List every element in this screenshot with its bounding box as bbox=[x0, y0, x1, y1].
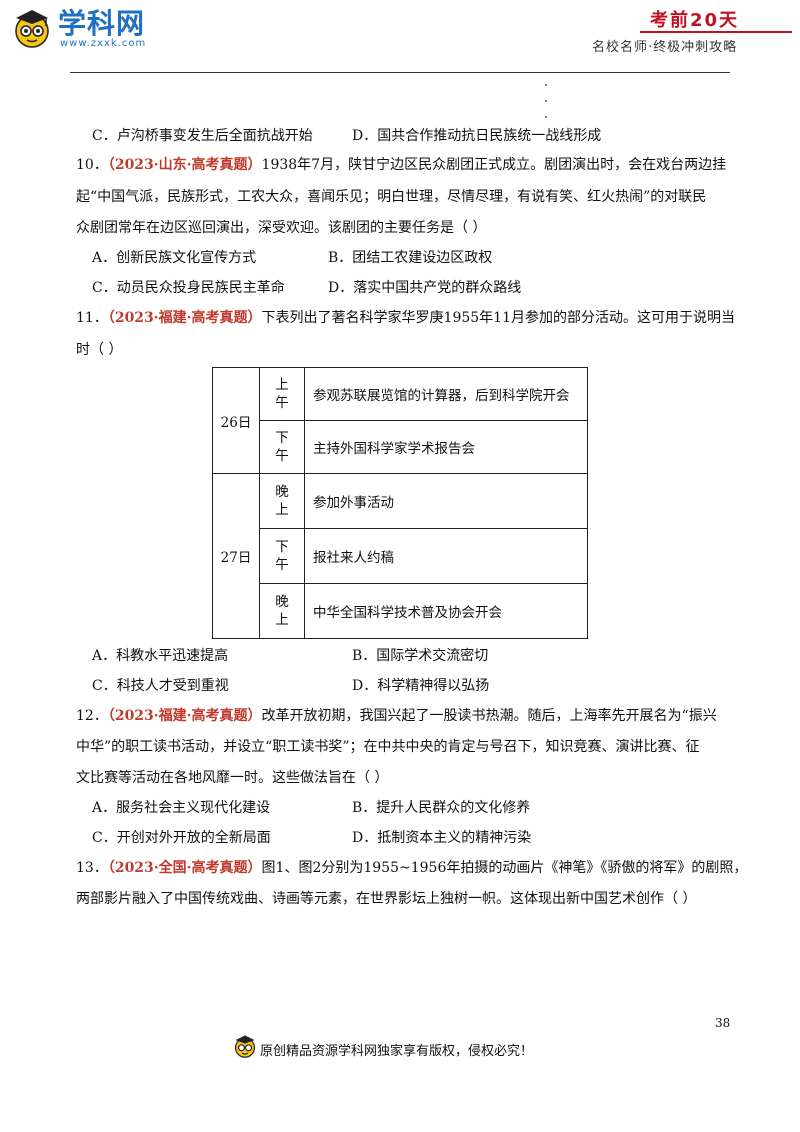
day-cell: 27日 bbox=[212, 473, 260, 639]
table-row: 晚上 中华全国科学技术普及协会开会 bbox=[213, 583, 588, 639]
q13-stem-line2: 两部影片融入了中国传统戏曲、诗画等元素，在世界影坛上独树一帜。这体现出新中国艺术… bbox=[76, 891, 697, 907]
q12-stem-line2: 中华”的职工读书活动，并设立“职工读书奖”；在中共中央的肯定与号召下，知识竞赛、… bbox=[76, 739, 700, 755]
table-row: 下午 报社来人约稿 bbox=[213, 528, 588, 584]
activity-cell: 参加外事活动 bbox=[304, 473, 588, 529]
scan-dot bbox=[545, 84, 547, 86]
q12-stem-line3: 文比赛等活动在各地风靡一时。这些做法旨在（ ） bbox=[76, 770, 389, 786]
q9-option-d: D．国共合作推动抗日民族统一战线形成 bbox=[352, 128, 602, 144]
activity-cell: 参观苏联展览馆的计算器，后到科学院开会 bbox=[304, 367, 588, 421]
q12-option-a: A．服务社会主义现代化建设 bbox=[92, 800, 271, 816]
scan-dot bbox=[545, 116, 547, 118]
q12-number: 12． bbox=[76, 708, 108, 724]
q12-option-d: D．抵制资本主义的精神污染 bbox=[352, 830, 532, 846]
q10-option-d: D．落实中国共产党的群众路线 bbox=[328, 280, 522, 296]
q9-option-c: C．卢沟桥事变发生后全面抗战开始 bbox=[92, 128, 313, 144]
q10-option-a: A．创新民族文化宣传方式 bbox=[92, 250, 257, 266]
time-cell: 晚上 bbox=[259, 583, 305, 639]
q12-option-b: B．提升人民群众的文化修养 bbox=[352, 800, 531, 816]
q11-option-c: C．科技人才受到重视 bbox=[92, 678, 229, 694]
q12-text: 改革开放初期，我国兴起了一股读书热潮。随后，上海率先开展名为“振兴 bbox=[261, 708, 717, 724]
logo-url: www.zxxk.com bbox=[60, 38, 147, 49]
q10-stem-line1: 10．（2023·山东·高考真题）1938年7月，陕甘宁边区民众剧团正式成立。剧… bbox=[76, 155, 726, 175]
q11-stem-line2: 时（ ） bbox=[76, 342, 123, 358]
exam-banner: 考前20天 bbox=[650, 10, 740, 31]
day-cell: 26日 bbox=[212, 367, 260, 474]
q13-stem-line1: 13．（2023·全国·高考真题）图1、图2分别为1955~1956年拍摄的动画… bbox=[76, 858, 747, 878]
slogan: 名校名师·终极冲刺攻略 bbox=[592, 40, 738, 55]
scan-dot bbox=[545, 100, 547, 102]
q11-option-d: D．科学精神得以弘扬 bbox=[352, 678, 490, 694]
footer-mascot-icon bbox=[232, 1033, 258, 1059]
q13-number: 13． bbox=[76, 860, 108, 876]
q10-text: 1938年7月，陕甘宁边区民众剧团正式成立。剧团演出时，会在戏台两边挂 bbox=[261, 157, 727, 173]
time-cell: 下午 bbox=[259, 528, 305, 584]
q10-option-c: C．动员民众投身民族民主革命 bbox=[92, 280, 285, 296]
q13-source: （2023·全国·高考真题） bbox=[107, 860, 262, 876]
copyright-notice: 原创精品资源学科网独家享有版权，侵权必究！ bbox=[260, 1044, 534, 1059]
q11-option-a: A．科教水平迅速提高 bbox=[92, 648, 229, 664]
activity-table: 26日 上午 参观苏联展览馆的计算器，后到科学院开会 下午 主持外国科学家学术报… bbox=[212, 367, 588, 639]
q12-stem-line1: 12．（2023·福建·高考真题）改革开放初期，我国兴起了一股读书热潮。随后，上… bbox=[76, 706, 717, 726]
time-cell: 晚上 bbox=[259, 473, 305, 529]
q11-option-b: B．国际学术交流密切 bbox=[352, 648, 489, 664]
q11-source: （2023·福建·高考真题） bbox=[107, 310, 262, 326]
q11-number: 11． bbox=[76, 310, 108, 326]
logo-mascot-icon bbox=[10, 6, 54, 50]
banner-underline bbox=[640, 31, 792, 33]
q10-source: （2023·山东·高考真题） bbox=[107, 157, 262, 173]
q11-stem-line1: 11．（2023·福建·高考真题）下表列出了著名科学家华罗庚1955年11月参加… bbox=[76, 308, 735, 328]
page-number: 38 bbox=[715, 1016, 731, 1030]
q10-stem-line3: 众剧团常年在边区巡回演出，深受欢迎。该剧团的主要任务是（ ） bbox=[76, 220, 487, 236]
activity-cell: 中华全国科学技术普及协会开会 bbox=[304, 583, 588, 639]
logo-text: 学科网 bbox=[58, 7, 146, 40]
q10-option-b: B．团结工农建设边区政权 bbox=[328, 250, 493, 266]
q12-source: （2023·福建·高考真题） bbox=[107, 708, 262, 724]
q13-text: 图1、图2分别为1955~1956年拍摄的动画片《神笔》《骄傲的将军》的剧照， bbox=[261, 860, 748, 876]
q12-option-c: C．开创对外开放的全新局面 bbox=[92, 830, 271, 846]
q10-stem-line2: 起“中国气派，民族形式，工农大众，喜闻乐见；明白世理，尽情尽理，有说有笑、红火热… bbox=[76, 189, 707, 205]
table-row: 下午 主持外国科学家学术报告会 bbox=[213, 420, 588, 474]
activity-cell: 主持外国科学家学术报告会 bbox=[304, 420, 588, 474]
q10-number: 10． bbox=[76, 157, 108, 173]
time-cell: 上午 bbox=[259, 367, 305, 421]
table-row: 27日 晚上 参加外事活动 bbox=[212, 473, 588, 639]
header-divider bbox=[70, 72, 730, 73]
activity-cell: 报社来人约稿 bbox=[304, 528, 588, 584]
table-row: 26日 上午 参观苏联展览馆的计算器，后到科学院开会 bbox=[212, 367, 588, 474]
time-cell: 下午 bbox=[259, 420, 305, 474]
q11-text: 下表列出了著名科学家华罗庚1955年11月参加的部分活动。这可用于说明当 bbox=[261, 310, 735, 326]
